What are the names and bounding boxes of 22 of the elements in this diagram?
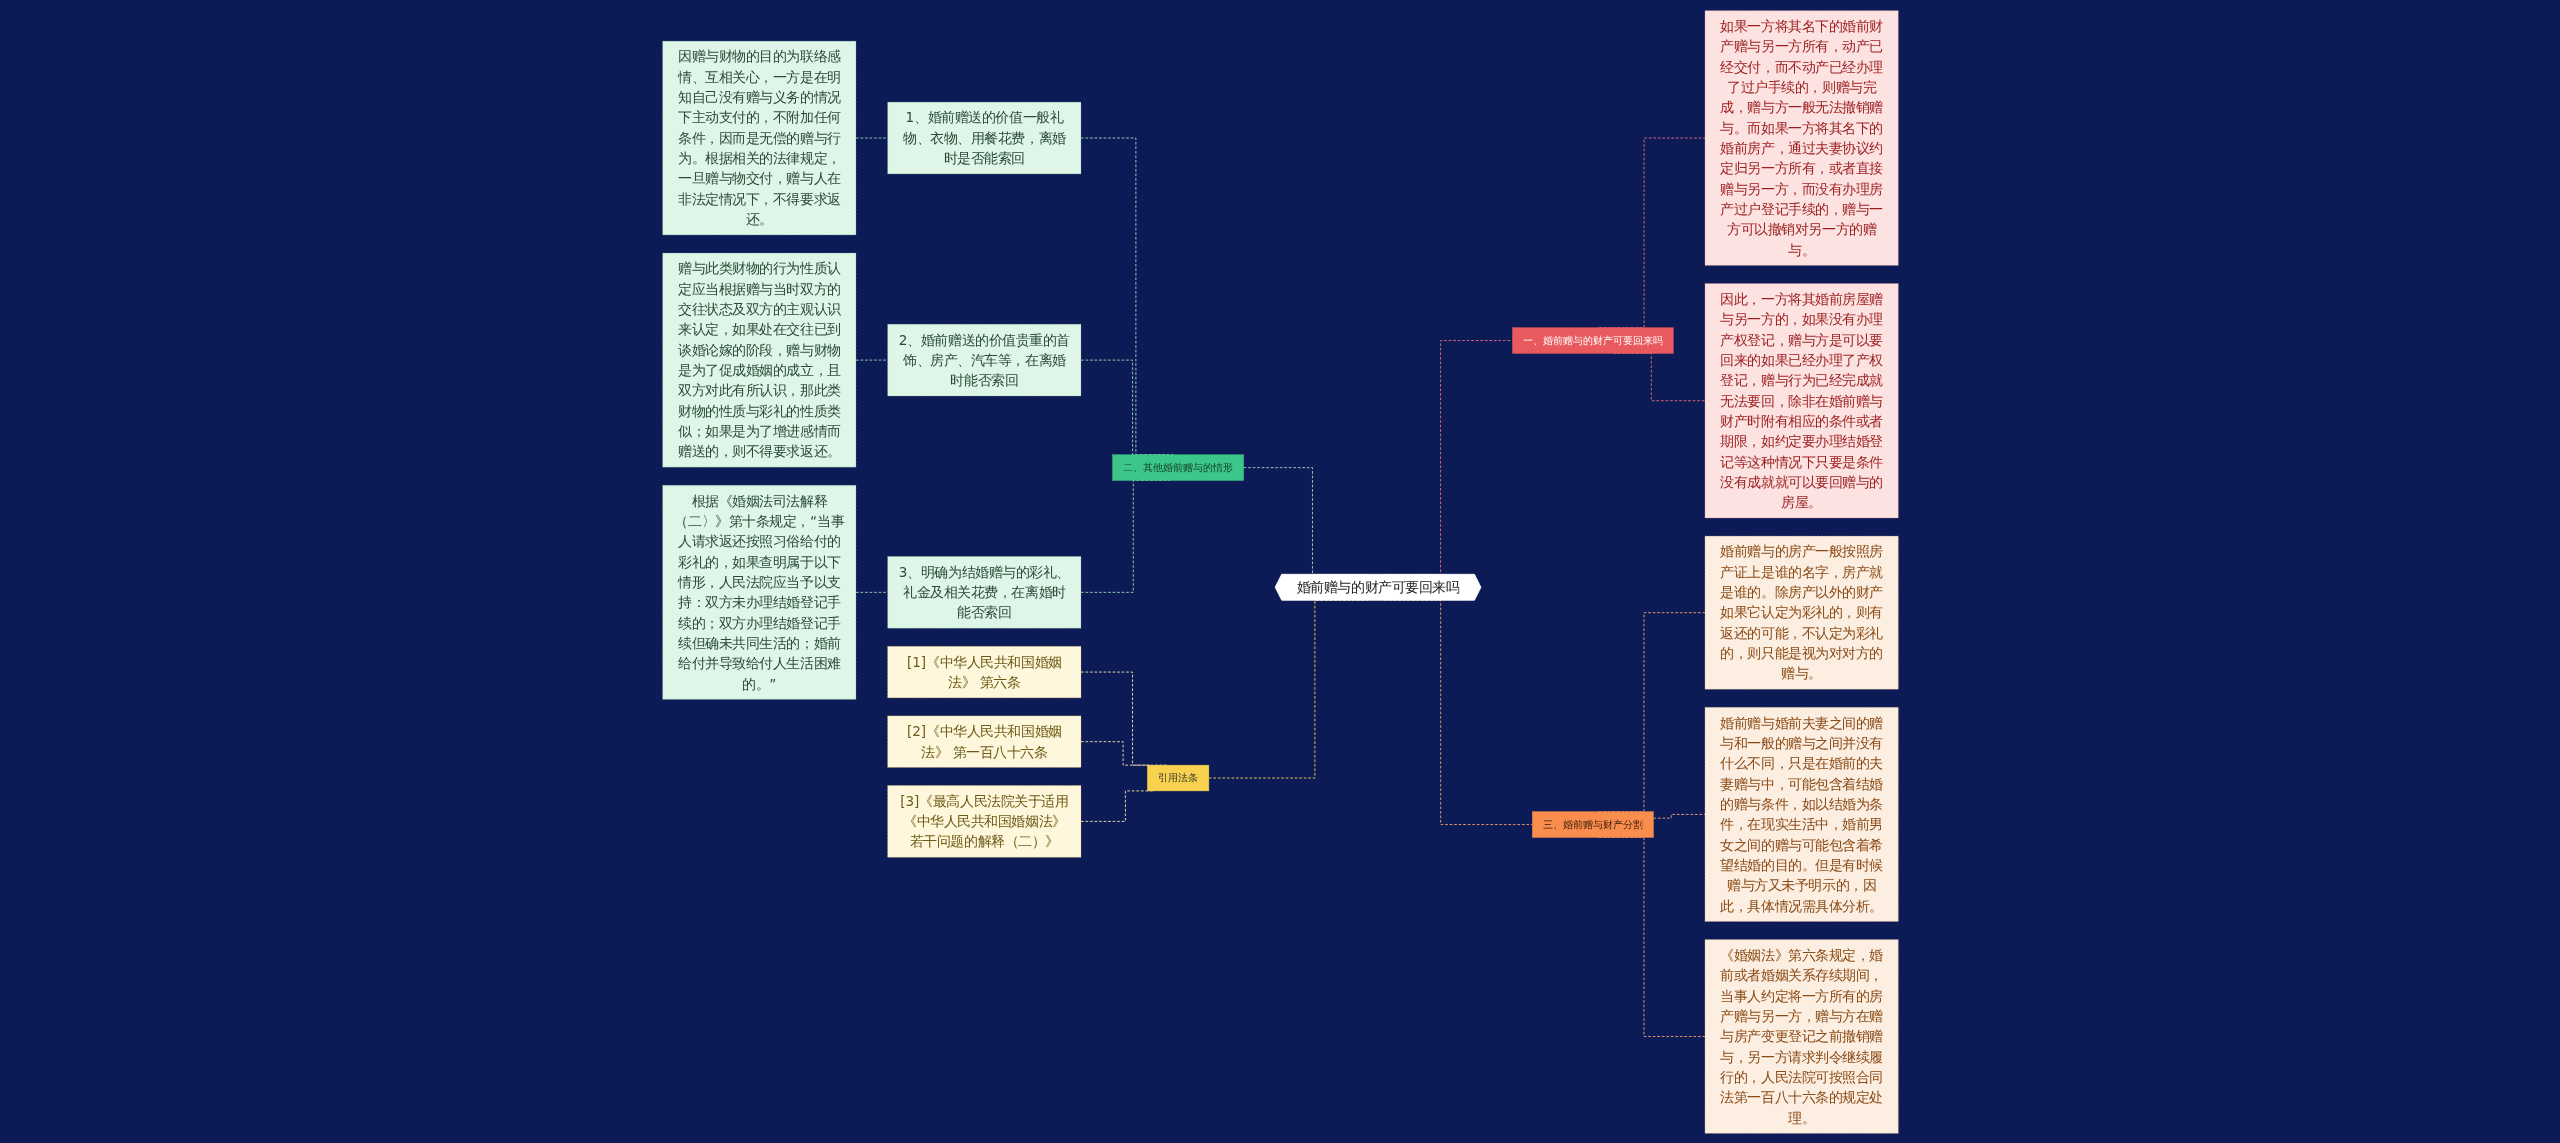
- node-box: 婚前赠与的房产一般按照房产证上是谁的名字，房产就是谁的。除房产以外的财产如果它认定为彩礼的，则有返还的可能，不认定为彩礼的，则只能是视为对对方的赠与。: [1704, 535, 1899, 689]
- node-box: 因赠与财物的目的为联络感情、互相关心，一方是在明知自己没有赠与义务的情况下主动支付的，不附加任何条件，因而是无偿的赠与行为。根据相关的法律规定，一旦赠与物交付，赠与人在非法定情况下，不得要求返还。: [661, 40, 856, 235]
- node-box: 二、其他婚前赠与的情形: [1111, 454, 1244, 481]
- node-box: 赠与此类财物的行为性质认定应当根据赠与当时双方的交往状态及双方的主观认识来认定，如果处在交往已到谈婚论嫁的阶段，赠与财物是为了促成婚姻的成立，且双方对此有所认识，那此类财物的性质与彩礼的性质类似；如果是为了增进感情而赠送的，则不得要求返还。: [661, 252, 856, 467]
- node-box: 三、婚前赠与财产分割: [1531, 810, 1654, 838]
- node-box: [2]《中华人民共和国婚姻法》 第一百八十六条: [886, 715, 1081, 768]
- node-box: 根据《婚姻法司法解释（二〉》第十条规定，“当事人请求返还按照习俗给付的彩礼的，如果查明属于以下情形，人民法院应当予以支持：双方未办理结婚登记手续的；双方办理结婚登记手续但确未共同生活的；婚前给付并导致给付人生活困难的。”: [661, 484, 856, 700]
- node-box: 3、明确为结婚赠与的彩礼、礼金及相关花费，在离婚时能否索回: [886, 555, 1081, 628]
- node-box: 《婚姻法》第六条规定，婚前或者婚姻关系存续期间，当事人约定将一方所有的房产赠与另一方，赠与方在赠与房产变更登记之前撤销赠与，另一方请求判令继续履行的，人民法院可按照合同法第一百八十六条的规定处理。: [1704, 938, 1899, 1134]
- node-box: 婚前赠与婚前夫妻之间的赠与和一般的赠与之间并没有什么不同，只是在婚前的夫妻赠与中，可能包含着结婚的赠与条件，如以结婚为条件，在现实生活中，婚前男女之间的赠与可能包含着希望结婚的目的。但是有时候赠与方又未予明示的，因此，具体情况需具体分析。: [1704, 706, 1899, 922]
- node-box: 如果一方将其名下的婚前财产赠与另一方所有，动产已经交付，而不动产已经办理了过户手续的，则赠与完成，赠与方一般无法撤销赠与。而如果一方将其名下的婚前房产，通过夫妻协议约定归另一方所有，或者直接赠与另一方，而没有办理房产过户登记手续的，赠与一方可以撤销对另一方的赠与。: [1704, 9, 1899, 266]
- connector: [855, 591, 888, 593]
- connector: [855, 359, 888, 361]
- node-box: 引用法条: [1146, 764, 1209, 791]
- node-box: 因此，一方将其婚前房屋赠与另一方的，如果没有办理产权登记，赠与方是可以要回来的如果已经办理了产权登记，赠与行为已经完成就无法要回，除非在婚前赠与财产时附有相应的条件或者期限，如约定要办理结婚登记等这种情况下只要是条件没有成就就可以要回赠与的房屋。: [1704, 282, 1899, 518]
- node-box: 1、婚前赠送的价值一般礼物、衣物、用餐花费，离婚时是否能索回: [886, 101, 1081, 174]
- node-box: [3]《最高人民法院关于适用《中华人民共和国婚姻法》若干问题的解释（二）》: [886, 784, 1081, 858]
- connector: [855, 137, 888, 138]
- connector: [1652, 813, 1705, 819]
- node-box: 2、婚前赠送的价值贵重的首饰、房产、汽车等，在离婚时能否索回: [886, 323, 1081, 396]
- node-box: 一、婚前赠与的财产可要回来吗: [1511, 326, 1674, 354]
- node-box: [1]《中华人民共和国婚姻法》 第六条: [886, 645, 1081, 698]
